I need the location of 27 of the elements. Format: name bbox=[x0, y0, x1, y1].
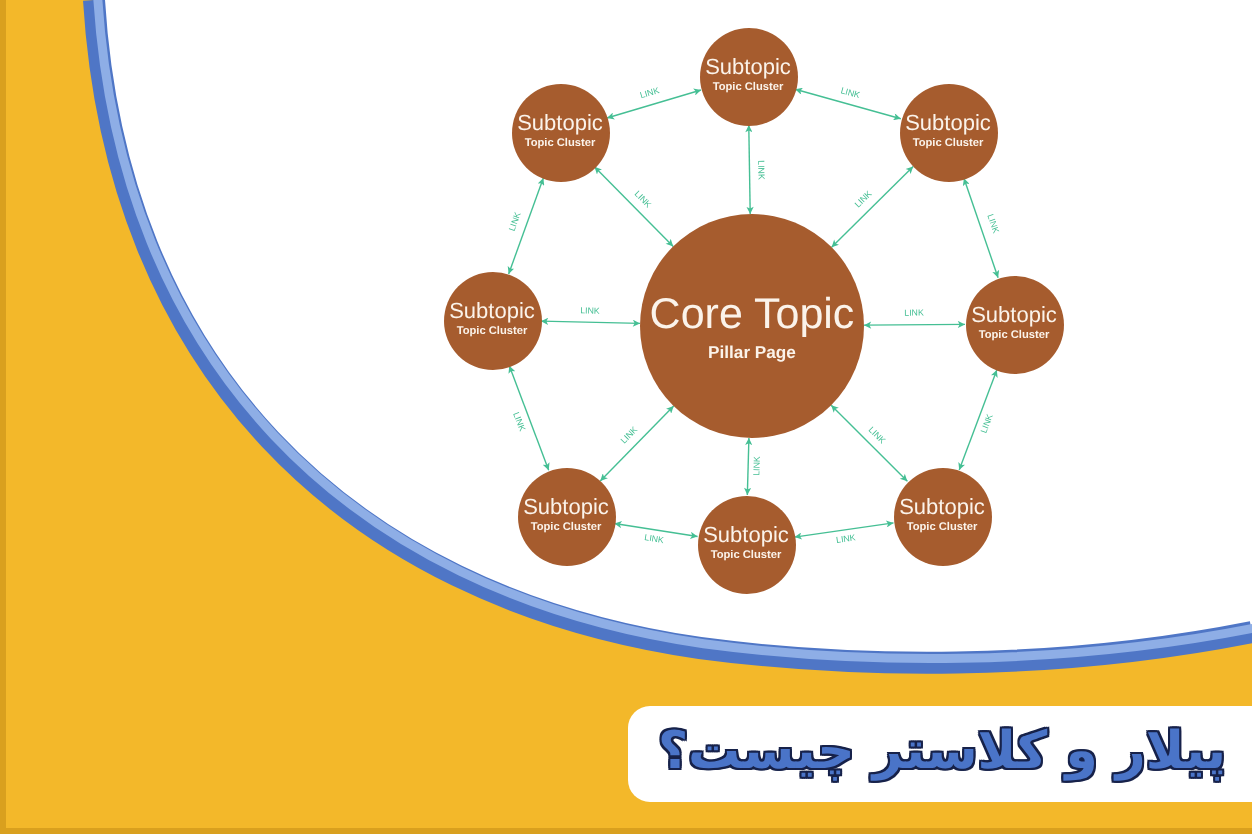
arrow bbox=[745, 124, 754, 215]
node-title: Subtopic bbox=[705, 56, 791, 82]
arrow bbox=[794, 87, 902, 121]
arrow bbox=[593, 166, 674, 248]
arrow bbox=[962, 177, 1000, 279]
arrow bbox=[540, 317, 641, 327]
node-subtitle: Pillar Page bbox=[708, 341, 796, 363]
node-title: Subtopic bbox=[517, 112, 603, 138]
node-title: Subtopic bbox=[449, 300, 535, 326]
arrow bbox=[508, 365, 550, 471]
arrow bbox=[613, 521, 699, 539]
node-title: Subtopic bbox=[971, 304, 1057, 330]
title: پیلار و کلاستر چیست؟ bbox=[657, 724, 1226, 784]
arrow bbox=[863, 320, 966, 329]
arrow bbox=[958, 369, 998, 471]
node-title: Core Topic bbox=[649, 289, 855, 342]
arrow bbox=[830, 404, 909, 483]
arrow bbox=[507, 177, 545, 275]
node-title: Subtopic bbox=[703, 524, 789, 550]
node-title: Subtopic bbox=[523, 496, 609, 522]
arrow bbox=[606, 88, 702, 120]
node-title: Subtopic bbox=[905, 112, 991, 138]
arrow bbox=[830, 165, 914, 248]
node-title: Subtopic bbox=[899, 496, 985, 522]
arrow bbox=[743, 437, 753, 496]
arrow bbox=[599, 405, 675, 482]
arrow bbox=[793, 520, 895, 540]
